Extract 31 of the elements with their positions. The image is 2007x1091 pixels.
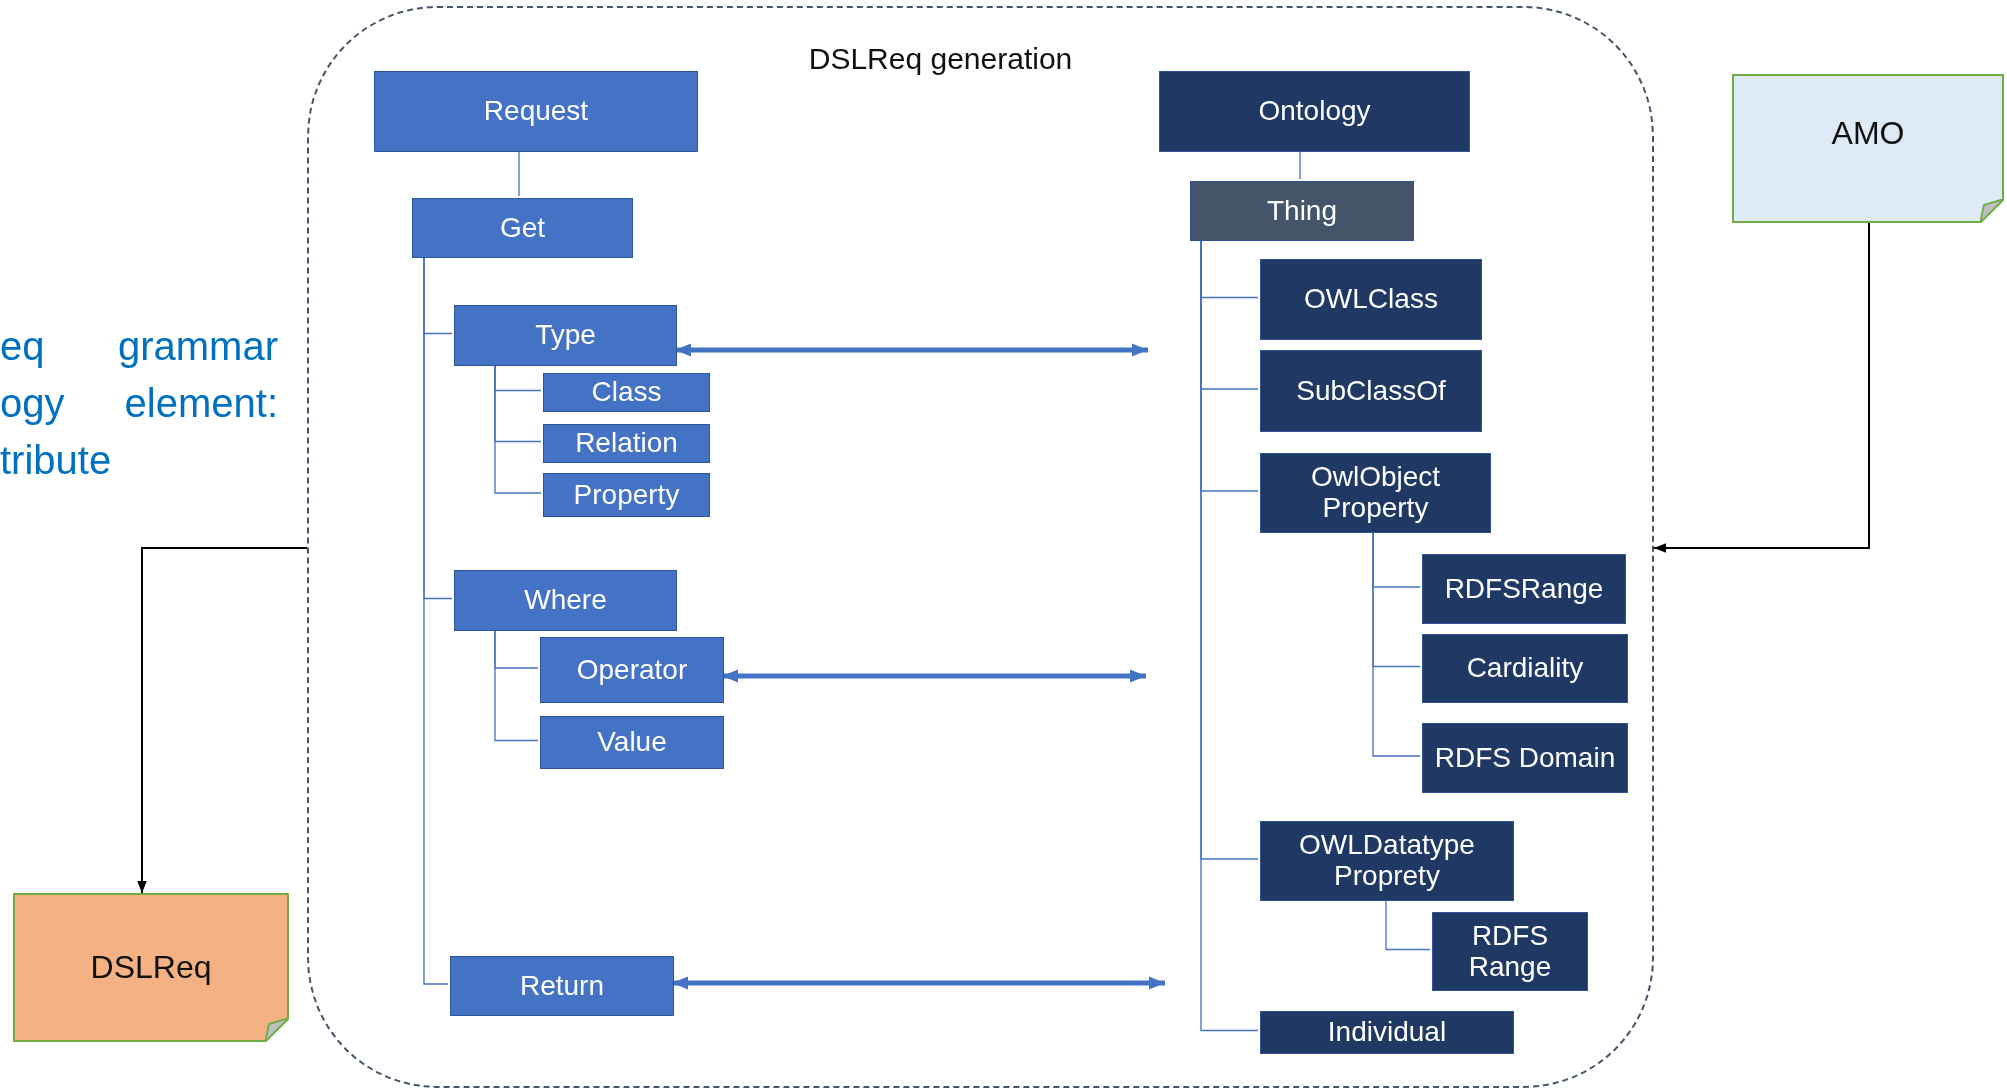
grammar-box: Type	[454, 305, 677, 366]
grammar-box: Property	[543, 473, 710, 517]
ontology-box: Ontology	[1159, 71, 1470, 152]
grammar-box: Value	[540, 716, 724, 769]
grammar-box: Operator	[540, 637, 724, 703]
arrow	[137, 547, 308, 894]
ontology-box: Individual	[1260, 1011, 1514, 1054]
grammar-box: Relation	[543, 424, 710, 463]
grammar-box: Return	[450, 956, 674, 1016]
ontology-box: RDFSRange	[1422, 554, 1626, 624]
group-frame	[307, 6, 1654, 1088]
ontology-box: OWLDatatype Proprety	[1260, 821, 1514, 901]
arrow	[1653, 222, 1870, 553]
ontology-box: OwlObject Property	[1260, 453, 1491, 533]
grammar-box: Where	[454, 570, 677, 631]
ontology-box: Cardiality	[1422, 634, 1628, 703]
note-card: AMO	[1732, 74, 2004, 223]
ontology-box: RDFS Range	[1432, 912, 1588, 991]
ontology-box: Thing	[1190, 181, 1414, 241]
note-card: DSLReq	[13, 893, 289, 1042]
grammar-box: Class	[543, 373, 710, 412]
frame-title: DSLReq generation	[807, 42, 1074, 75]
grammar-box: Request	[374, 71, 698, 152]
partial-text: eq grammar ogy element: tribute	[0, 323, 278, 484]
double-arrow	[722, 669, 1146, 683]
ontology-box: RDFS Domain	[1422, 723, 1628, 793]
ontology-box: OWLClass	[1260, 259, 1482, 340]
ontology-box: SubClassOf	[1260, 350, 1482, 432]
double-arrow	[672, 976, 1165, 990]
grammar-box: Get	[412, 198, 633, 258]
double-arrow	[675, 343, 1148, 357]
